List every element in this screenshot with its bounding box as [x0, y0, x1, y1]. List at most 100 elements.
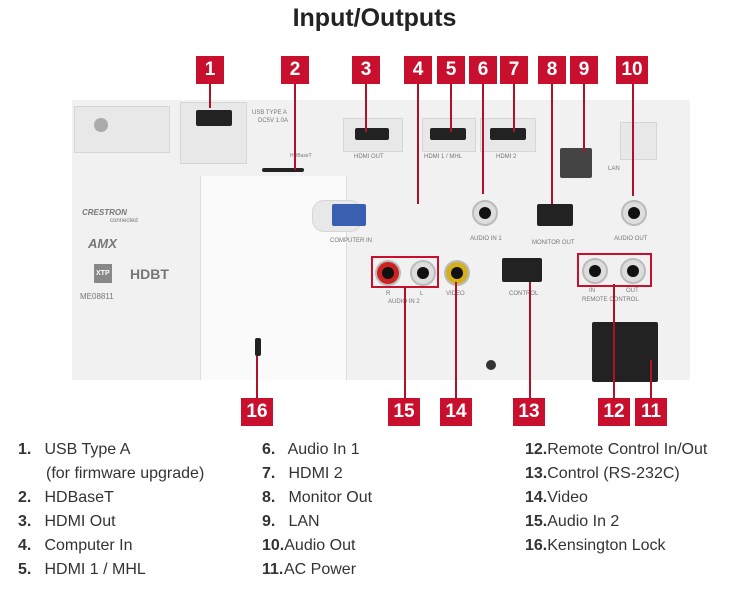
- control-label: CONTROL: [509, 291, 539, 297]
- badge-4: 4: [404, 56, 432, 84]
- model-label: ME08811: [80, 292, 114, 301]
- hdmi-out-label: HDMI OUT: [354, 154, 384, 160]
- badge-8: 8: [538, 56, 566, 84]
- legend-item-1: 1. USB Type A: [18, 441, 131, 458]
- kensington-lock-slot: [255, 338, 261, 356]
- legend-item-9: 9. LAN: [262, 513, 320, 530]
- badge-14: 14: [440, 398, 472, 426]
- cover-plate: [74, 106, 170, 153]
- audio-in1-label: AUDIO IN 1: [470, 236, 502, 242]
- projector-rear-panel: USB TYPE A DC5V 1.0A HDBaseT CRESTRON co…: [72, 100, 690, 382]
- legend-item-3: 3. HDMI Out: [18, 513, 116, 530]
- leader-line-1: [209, 84, 211, 108]
- hdmi1-label: HDMI 1 / MHL: [424, 154, 463, 160]
- badge-16: 16: [241, 398, 273, 426]
- legend-item-4: 4. Computer In: [18, 537, 133, 554]
- legend-item-6: 6. Audio In 1: [262, 441, 360, 458]
- badge-5: 5: [437, 56, 465, 84]
- badge-3: 3: [352, 56, 380, 84]
- badge-11: 11: [635, 398, 667, 426]
- badge-10: 10: [616, 56, 648, 84]
- leader-line-6: [482, 84, 484, 194]
- legend-item-12: 12.Remote Control In/Out: [525, 441, 708, 458]
- leader-line-3: [365, 84, 367, 132]
- legend-item-7: 7. HDMI 2: [262, 465, 343, 482]
- remote-control-highlight: [577, 253, 652, 287]
- remote-out-jack: [620, 258, 646, 284]
- leader-line-12: [613, 284, 615, 400]
- legend-column-3: 12.Remote Control In/Out 13.Control (RS-…: [525, 438, 707, 558]
- badge-1: 1: [196, 56, 224, 84]
- crestron-sub: connected: [110, 218, 138, 224]
- hdmi1-port: [430, 128, 466, 140]
- legend-item-8: 8. Monitor Out: [262, 489, 373, 506]
- legend-item-1-sub: (for firmware upgrade): [46, 465, 205, 482]
- hdmi2-label: HDMI 2: [496, 154, 517, 160]
- legend-item-16: 16.Kensington Lock: [525, 537, 666, 554]
- leader-line-16: [256, 356, 258, 400]
- audio-in2-highlight: [371, 256, 439, 288]
- leader-line-10: [632, 84, 634, 196]
- badge-7: 7: [500, 56, 528, 84]
- leader-line-7: [513, 84, 515, 132]
- audio-in2-r-jack: [375, 260, 401, 286]
- usb-port: [196, 110, 232, 126]
- control-port: [502, 258, 542, 282]
- badge-9: 9: [570, 56, 598, 84]
- computer-in-label: COMPUTER IN: [330, 238, 372, 244]
- badge-13: 13: [513, 398, 545, 426]
- computer-in-port: [332, 204, 366, 226]
- amx-logo: AMX: [88, 236, 117, 251]
- remote-in-label: IN: [589, 288, 595, 294]
- legend-item-10: 10.Audio Out: [262, 537, 356, 554]
- remote-in-jack: [582, 258, 608, 284]
- audio-out-label: AUDIO OUT: [614, 236, 648, 242]
- leader-line-13: [529, 282, 531, 400]
- legend-item-15: 15.Audio In 2: [525, 513, 620, 530]
- audio-out-jack: [621, 200, 647, 226]
- lan-port: [560, 148, 592, 178]
- audio-in2-label: AUDIO IN 2: [388, 299, 420, 305]
- ac-power-inlet: [592, 322, 658, 382]
- badge-6: 6: [469, 56, 497, 84]
- leader-line-2: [294, 84, 296, 170]
- badge-15: 15: [388, 398, 420, 426]
- l-label: L: [420, 291, 424, 297]
- audio-out-plate: [620, 122, 657, 160]
- crestron-logo: CRESTRON: [82, 208, 127, 217]
- leader-line-15: [404, 286, 406, 400]
- hdmi2-plate: [480, 118, 536, 152]
- lan-label: LAN: [608, 166, 620, 172]
- video-jack: [444, 260, 470, 286]
- badge-12: 12: [598, 398, 630, 426]
- legend-column-2: 6. Audio In 1 7. HDMI 2 8. Monitor Out 9…: [262, 438, 372, 582]
- remote-out-label: OUT: [626, 288, 639, 294]
- monitor-out-port: [537, 204, 573, 226]
- monitor-out-label: MONITOR OUT: [532, 240, 575, 246]
- leader-line-9: [583, 84, 585, 152]
- hdbaset-port: [262, 168, 304, 172]
- legend-column-1: 1. USB Type A (for firmware upgrade) 2. …: [18, 438, 204, 582]
- legend-item-11: 11.AC Power: [262, 561, 357, 578]
- audio-in1-jack: [472, 200, 498, 226]
- hdmi2-port: [490, 128, 526, 140]
- hdbt-logo: HDBT: [130, 266, 169, 282]
- leader-line-11: [650, 360, 652, 400]
- legend-item-13: 13.Control (RS-232C): [525, 465, 680, 482]
- leader-line-5: [450, 84, 452, 132]
- leader-line-8: [551, 84, 553, 204]
- hdmi-out-port: [355, 128, 389, 140]
- r-label: R: [386, 291, 391, 297]
- usb-label: USB TYPE A: [252, 110, 287, 116]
- legend-item-14: 14.Video: [525, 489, 588, 506]
- page-title: Input/Outputs: [292, 4, 457, 32]
- usb-power-label: DC5V 1.0A: [258, 118, 289, 124]
- hdbaset-label: HDBaseT: [290, 153, 312, 159]
- screw-icon: [94, 118, 108, 132]
- xtp-logo: XTP: [94, 264, 112, 283]
- audio-in2-l-jack: [410, 260, 436, 286]
- foot-screw: [486, 360, 496, 370]
- remote-control-label: REMOTE CONTROL: [582, 297, 639, 303]
- badge-2: 2: [281, 56, 309, 84]
- leader-line-14: [455, 282, 457, 400]
